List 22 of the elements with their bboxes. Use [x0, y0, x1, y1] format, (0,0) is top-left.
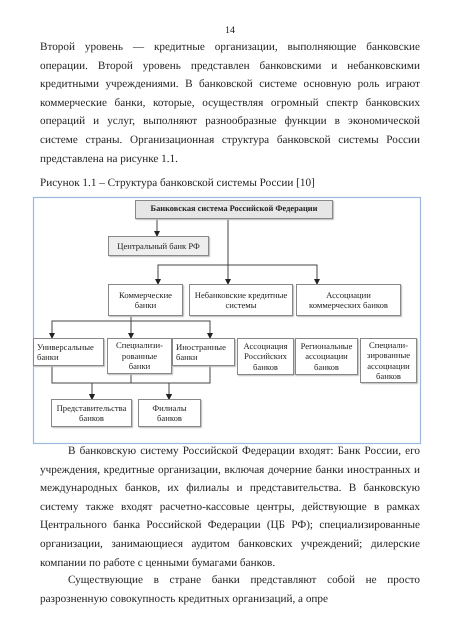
org-unit-box: Небанковские кредитные системы	[189, 284, 293, 316]
page-number: 14	[224, 24, 236, 38]
org-unit-box: Центральный банк РФ	[108, 236, 209, 256]
arrow	[154, 218, 160, 237]
org-unit-box: Специали- зированные ассоциации банков	[360, 338, 417, 383]
arrow	[166, 366, 210, 400]
figure-caption: Рисунок 1.1 – Структура банковской системы России [10]	[40, 176, 316, 191]
org-unit-box: Ассоциации коммерческих банков	[296, 284, 401, 316]
org-unit-box: Региональные ассоциации банков	[295, 338, 358, 375]
body-paragraph: В банковскую систему Российской Федерации входят: Банк России, его учреждения, кредитные организации, включая дочерние банки иностранных и международных банков, их филиалы и представительства. В банковскую систему также входят расчетно-кассовые центры, действующие в рамках Центрального банка Российской Федерации (ЦБ РФ); специализированные организации, занимающиеся аудитом банковских учреждений; дилерские компании по работе с ценными бумагами банков.	[40, 444, 420, 571]
arrow	[130, 316, 213, 339]
org-unit-box: Универсальные банки	[33, 338, 104, 366]
body-paragraph: Второй уровень — кредитные организации, выполняющие банковские операции. Второй уровень представлен банковскими и небанковскими кредитными учреждениями. В банковской системе основную роль играют коммерческие банки, которые, осуществляя огромный спектр банковских операций и услуг, выполняют разнообразные функции в экономической системе страны. Организационная структура банковской системы России представлена на рисунке 1.1.	[40, 40, 420, 167]
org-unit-box: Коммерческие банки	[108, 284, 183, 316]
org-unit-box: Банковская система Российской Федерации	[135, 200, 333, 219]
org-unit-box: Филиалы банков	[138, 399, 201, 427]
body-paragraph: Существующие в стране банки представляют собой не просто разрозненную совокупность кредитных организаций, а опре	[40, 573, 420, 607]
org-unit-box: Представительства банков	[51, 399, 132, 427]
org-unit-box: Иностранные банки	[172, 338, 235, 366]
org-unit-box: Ассоциация Российских банков	[237, 338, 294, 375]
arrow	[228, 218, 320, 285]
org-unit-box: Специализи- рованные банки	[107, 338, 172, 374]
